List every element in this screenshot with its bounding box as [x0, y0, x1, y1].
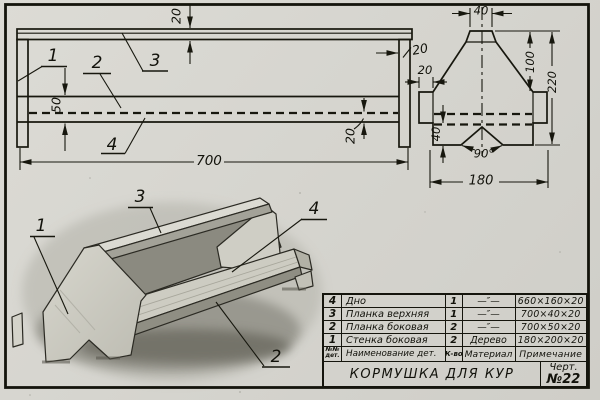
dim-text: 40 — [429, 127, 443, 142]
side-callout-4: 4 — [101, 117, 146, 155]
dim-text: 20 — [411, 40, 429, 58]
callout-label: 2 — [92, 53, 103, 73]
table-header-row: №№ дет. Наименование дет. К-во Материал … — [324, 347, 586, 362]
sheet-number-block: Черт. №22 — [541, 362, 586, 386]
part-qty: 1 — [446, 295, 463, 307]
header-name: Наименование дет. — [342, 347, 446, 361]
part-size: 180×200×20 — [517, 334, 584, 346]
dim-text: 20 — [343, 128, 358, 144]
sketch-3d-view: 1 3 4 2 — [11, 187, 327, 382]
table-row: 1 Стенка боковая 2 Дерево 180×200×20 — [324, 334, 586, 347]
dim-bottom-board-20: 20 — [343, 98, 367, 144]
header-num-line2: дет. — [325, 353, 340, 359]
sketch-callout-1: 1 — [30, 216, 69, 315]
part-material: Дерево — [463, 334, 516, 346]
dim-text: 20 — [169, 8, 184, 24]
side-callout-3: 3 — [121, 32, 168, 72]
header-note: Примечание — [519, 348, 583, 360]
sheet-number: №22 — [546, 372, 581, 386]
sketch-contact-shadows — [42, 287, 306, 364]
dim-trough-50: 50 — [49, 68, 68, 151]
part-qty: 1 — [446, 308, 463, 320]
table-row: 3 Планка верхняя 1 —″— 700×40×20 — [324, 308, 586, 321]
part-qty: 2 — [446, 334, 463, 346]
sketch-callout-3: 3 — [128, 187, 162, 234]
part-material: —″— — [463, 321, 516, 333]
header-part-number: №№ дет. — [324, 347, 342, 361]
part-number: 1 — [324, 334, 342, 346]
callout-label: 1 — [36, 216, 47, 236]
title-row: КОРМУШКА ДЛЯ КУР Черт. №22 — [324, 362, 586, 386]
header-material: Материал — [463, 347, 516, 361]
dim-length-700: 700 — [19, 148, 409, 170]
callout-label: 3 — [150, 51, 161, 71]
drawing-frame — [4, 3, 590, 389]
sketch-callout-2: 2 — [215, 301, 290, 368]
dim-cap-40: 40 — [452, 4, 512, 27]
part-size: 700×40×20 — [520, 308, 581, 320]
dim-foot-40: 40 — [429, 105, 446, 163]
part-name: Дно — [342, 295, 446, 307]
header-num-line1: №№ — [325, 347, 340, 354]
dim-text: 90° — [474, 147, 494, 161]
dim-text: 700 — [196, 153, 222, 169]
part-number: 4 — [324, 295, 342, 307]
dim-base-180: 180 — [429, 150, 549, 189]
header-qty: К-во — [446, 347, 463, 361]
dim-notch-angle: 90° — [461, 144, 503, 161]
table-row: 4 Дно 1 —″— 660×160×20 — [324, 295, 586, 308]
callout-label: 2 — [271, 347, 282, 367]
dim-text: 40 — [474, 4, 489, 18]
dim-text: 20 — [418, 63, 433, 77]
dim-text: 50 — [49, 97, 64, 113]
dim-total-220: 220 — [535, 32, 560, 146]
dim-text: 220 — [545, 71, 559, 93]
side-view: 20 50 20 20 700 1 — [16, 5, 429, 170]
callout-label: 4 — [309, 199, 320, 219]
end-view: 40 20 100 220 40 — [405, 4, 560, 189]
dim-top-plank-20: 20 — [169, 5, 193, 64]
side-callout-1: 1 — [17, 46, 67, 82]
callout-label: 4 — [107, 135, 118, 155]
parts-table: 4 Дно 1 —″— 660×160×20 3 Планка верхняя … — [322, 293, 588, 388]
sketch-callout-4: 4 — [231, 199, 327, 273]
table-row: 2 Планка боковая 2 —″— 700×50×20 — [324, 321, 586, 334]
part-name: Планка боковая — [342, 321, 446, 333]
callout-label: 1 — [48, 46, 59, 66]
part-name: Планка верхняя — [342, 308, 446, 320]
left-wall — [16, 38, 29, 148]
end-view-outline — [418, 30, 548, 146]
dim-side-plank-20: 20 — [405, 63, 447, 88]
callout-label: 3 — [135, 187, 146, 207]
part-number: 3 — [324, 308, 342, 320]
sketch-grain-line — [113, 256, 297, 316]
sketch-right-wall-edge — [293, 248, 313, 271]
sketch-left-plank-end — [11, 312, 24, 348]
top-plank — [16, 28, 413, 41]
sketch-grain-line — [116, 261, 299, 323]
part-qty: 2 — [446, 321, 463, 333]
part-material: —″— — [463, 308, 516, 320]
part-name: Стенка боковая — [342, 334, 446, 346]
part-material: —″— — [463, 295, 516, 307]
part-number: 2 — [324, 321, 342, 333]
part-size: 660×160×20 — [517, 295, 584, 307]
dim-text: 100 — [523, 51, 537, 73]
drawing-title: КОРМУШКА ДЛЯ КУР — [324, 362, 541, 386]
sheet-word: Черт. — [549, 362, 578, 373]
part-size: 700×50×20 — [520, 321, 581, 333]
dim-upper-100: 100 — [495, 30, 560, 91]
right-wall — [398, 38, 411, 148]
sketch-pencil-shading — [54, 289, 96, 334]
side-callout-2: 2 — [83, 53, 122, 109]
dim-text: 180 — [469, 174, 494, 189]
sketch-right-foot — [294, 270, 314, 291]
dim-wall-20: 20 — [376, 40, 429, 58]
paper-specks — [29, 177, 561, 396]
